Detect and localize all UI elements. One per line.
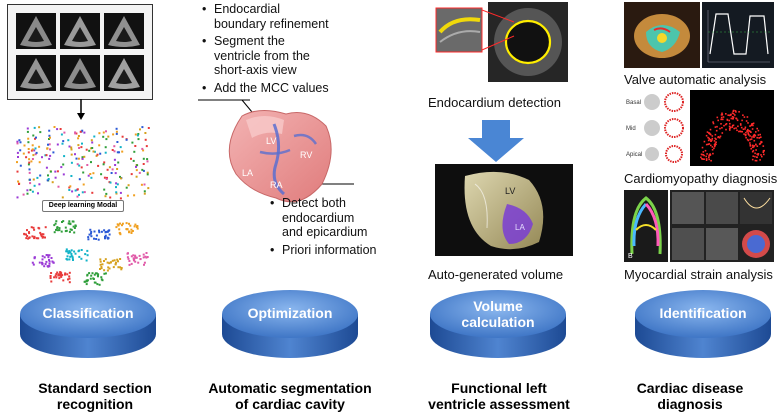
disc-classification [18,288,158,360]
bullet-item: • Detect both endocardium and epicardium [270,196,368,239]
disc-shape [222,290,358,358]
purple-volume [502,204,533,244]
bottom-title-line-2: diagnosis [657,396,723,412]
bullet-item: • Segment the ventricle from the short-a… [202,34,310,77]
down-arrow-icon [77,99,85,120]
column-identification: Valve automatic analysis Basal Mid Apica… [600,0,777,416]
bullets-bottom: • Detect both endocardium and epicardium… [270,196,388,257]
disc-label-optimization: Optimization [247,305,333,321]
cmp-label-mid: Mid [626,126,636,132]
cardiomyopathy-image: Basal Mid Apical [624,90,774,166]
bullet-item: • Add the MCC values [202,80,329,95]
strain-label-b: B [628,253,633,260]
echo-thumbnail-grid [7,4,153,100]
bullet-dot: • [202,34,207,48]
zoom-inset [435,7,483,53]
bullet-item: • Priori information [270,242,377,257]
disc-shape [20,290,156,358]
bottom-title-line-1: Cardiac disease [636,380,744,396]
feature-scatter-clustered [23,220,149,286]
heart-label-rv: RV [300,150,312,160]
auto-generated-volume-image: LV LA [435,164,573,256]
bottom-title-line-1: Automatic segmentation [208,380,372,396]
disc-label-volume-calculation: Volume calculation [461,298,535,330]
disc-identification [633,288,773,360]
column-classification: Deep learning Modal Classification Stand… [0,0,190,416]
disc-optimization [220,288,360,360]
heart-label-la: LA [242,168,253,178]
caption-endocardium-detection: Endocardium detection [428,95,561,110]
volume-label-la: LA [515,223,525,232]
bottom-title-line-1: Functional left [451,380,547,396]
disc-shape [430,290,566,358]
disc-label-identification: Identification [659,305,747,321]
bottom-title-cardiac-disease: Cardiac disease diagnosis [604,380,776,412]
bullet-dot: • [202,80,207,95]
bullets-top: • Endocardial boundary refinement • Segm… [202,2,382,95]
bullet-dot: • [270,196,275,210]
caption-valve-automatic-analysis: Valve automatic analysis [624,72,767,87]
disc-shape [635,290,771,358]
cmp-label-apical: Apical [626,152,642,158]
feature-scatter-top [16,126,150,200]
column-volume-calculation: Endocardium detection LV LA Auto-generat… [390,0,600,416]
echo-thumbnails-svg [16,13,144,91]
bottom-title-line-1: Standard section [38,380,152,396]
caption-auto-generated-volume: Auto-generated volume [428,267,564,282]
disc-volume-calculation [428,288,568,360]
bottom-title-line-2: recognition [56,396,134,412]
heart-illustration: LV RV LA RA [198,99,354,203]
bottom-title-functional-left-ventricle: Functional left ventricle assessment [404,380,594,412]
deep-learning-model-label: Deep learning Modal [42,200,124,212]
bottom-title-line-2: ventricle assessment [428,396,570,412]
big-down-arrow-icon [468,120,524,162]
heart-label-ra: RA [270,180,283,190]
bullet-dot: • [270,242,275,257]
caption-cardiomyopathy-diagnosis: Cardiomyopathy diagnosis [624,171,777,186]
myocardial-strain-image: B [624,190,774,262]
valve-analysis-image [624,2,774,68]
volume-label-lv: LV [505,186,515,196]
bottom-title-standard-section: Standard section recognition [0,380,190,412]
bottom-title-line-2: of cardiac cavity [235,396,345,412]
column-optimization: • Endocardial boundary refinement • Segm… [190,0,390,416]
strain-point-cloud [700,109,765,162]
bullet-dot: • [202,2,207,16]
disc-label-classification: Classification [42,305,134,321]
endocardium-contour [504,19,552,65]
bullet-item: • Endocardial boundary refinement [202,2,329,31]
caption-myocardial-strain-analysis: Myocardial strain analysis [624,267,773,282]
heart-label-lv: LV [266,136,276,146]
cmp-label-basal: Basal [626,100,641,106]
bottom-title-automatic-segmentation: Automatic segmentation of cardiac cavity [195,380,385,412]
endocardium-detection-image [434,2,568,82]
